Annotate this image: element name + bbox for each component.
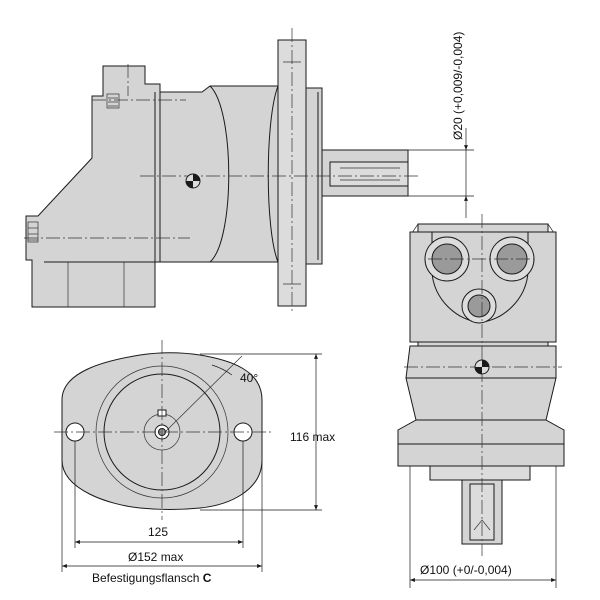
height-label: 116 max bbox=[290, 430, 335, 444]
shaft-diameter-dimension: Ø20 (+0,009/-0,004) bbox=[408, 32, 474, 218]
bolt-spacing-label: 125 bbox=[148, 525, 168, 539]
pilot-diameter-label: Ø100 (+0/-0,004) bbox=[420, 563, 512, 577]
drain-port bbox=[467, 294, 491, 318]
angle-label: 40° bbox=[240, 371, 258, 385]
flange-width-label: Ø152 max bbox=[128, 550, 183, 564]
pilot-diameter-dimension: Ø100 (+0/-0,004) bbox=[409, 466, 557, 588]
front-view bbox=[54, 340, 272, 520]
height-dimension: 116 max bbox=[200, 353, 335, 511]
end-view bbox=[397, 214, 565, 556]
side-view bbox=[24, 28, 420, 312]
caption: Befestigungsflansch C bbox=[92, 571, 212, 585]
shaft-diameter-label: Ø20 (+0,009/-0,004) bbox=[451, 32, 465, 140]
caption-prefix: Befestigungsflansch bbox=[92, 571, 203, 585]
caption-letter: C bbox=[203, 571, 212, 585]
width-dimensions: 125 Ø152 max bbox=[61, 441, 263, 572]
housing-body bbox=[397, 345, 565, 467]
angle-dimension: 40° bbox=[211, 364, 258, 385]
